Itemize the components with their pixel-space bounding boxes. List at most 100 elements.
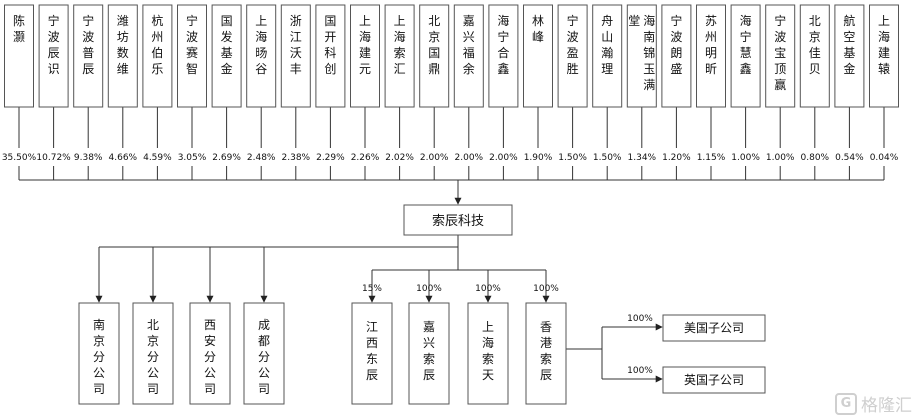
- char-glyph: 北: [809, 14, 821, 28]
- char-glyph: 杭: [151, 13, 163, 28]
- shareholder-percentage: 0.80%: [801, 153, 830, 163]
- hk-subsidiary-name: 英国子公司: [684, 373, 744, 387]
- char-glyph: 海: [359, 29, 371, 44]
- subsidiary-percentage: 15%: [362, 284, 382, 294]
- char-glyph: 辰: [48, 46, 60, 60]
- char-glyph: 宁: [48, 13, 60, 28]
- char-glyph: 公: [147, 366, 159, 380]
- shareholder-box: [280, 4, 311, 108]
- shareholder-percentage: 4.66%: [109, 153, 138, 163]
- char-glyph: 国: [324, 14, 336, 28]
- shareholder-name: 林峰: [532, 14, 544, 44]
- char-glyph: 公: [93, 366, 105, 380]
- char-glyph: 汇: [394, 62, 406, 76]
- subsidiary-box: [467, 302, 509, 405]
- char-glyph: 舟: [601, 14, 613, 28]
- char-glyph: 浙: [290, 14, 302, 28]
- branch-box: [132, 302, 174, 405]
- char-glyph: 司: [204, 382, 216, 396]
- shareholder-percentage: 1.20%: [662, 153, 691, 163]
- shareholder-percentage: 2.00%: [489, 153, 518, 163]
- char-glyph: 坊: [117, 29, 129, 44]
- char-glyph: 堂: [628, 14, 640, 28]
- char-glyph: 上: [878, 14, 890, 28]
- shareholder-box: [557, 4, 588, 108]
- char-glyph: 香: [540, 320, 552, 334]
- shareholder-percentage: 0.54%: [835, 153, 864, 163]
- char-glyph: 嘉: [463, 14, 475, 28]
- char-glyph: 金: [221, 61, 233, 76]
- char-glyph: 成: [258, 318, 270, 332]
- shareholder-box: [869, 4, 899, 108]
- labels: 陈灏35.50%宁波辰识10.72%宁波普辰9.38%潍坊数维4.66%杭州伯乐…: [2, 13, 899, 396]
- shareholder-percentage: 2.02%: [385, 153, 414, 163]
- char-glyph: 京: [428, 30, 440, 44]
- shareholder-box: [107, 4, 138, 108]
- shareholder-box: [246, 4, 277, 108]
- char-glyph: 鑫: [740, 61, 752, 76]
- char-glyph: 山: [601, 30, 613, 44]
- char-glyph: 波: [82, 30, 94, 44]
- char-glyph: 东: [366, 352, 378, 366]
- char-glyph: 数: [117, 45, 129, 60]
- char-glyph: 海: [255, 29, 267, 44]
- char-glyph: 辰: [366, 368, 378, 382]
- shareholder-box: [765, 4, 796, 108]
- char-glyph: 理: [601, 62, 613, 76]
- shareholder-percentage: 1.00%: [731, 153, 760, 163]
- char-glyph: 上: [482, 320, 494, 334]
- subsidiary-percentage: 100%: [416, 284, 442, 294]
- char-glyph: 西: [204, 318, 216, 332]
- node-boxes: [4, 4, 899, 405]
- char-glyph: 分: [204, 350, 216, 364]
- char-glyph: 潍: [117, 14, 129, 28]
- shareholder-percentage: 35.50%: [2, 153, 37, 163]
- shareholder-box: [730, 4, 761, 108]
- shareholder-percentage: 4.59%: [143, 153, 172, 163]
- shareholder-percentage: 2.69%: [212, 153, 241, 163]
- char-glyph: 金: [843, 61, 855, 76]
- hk-subsidiary-name: 美国子公司: [684, 321, 744, 335]
- char-glyph: 上: [394, 14, 406, 28]
- shareholder-name: 陈灏: [13, 13, 25, 44]
- char-glyph: 赛: [186, 45, 198, 60]
- char-glyph: 锦: [643, 46, 655, 60]
- shareholder-percentage: 1.50%: [593, 153, 622, 163]
- shareholder-box: [73, 4, 104, 108]
- shareholder-box: [419, 4, 450, 108]
- char-glyph: 波: [48, 30, 60, 44]
- char-glyph: 波: [567, 30, 579, 44]
- char-glyph: 分: [93, 350, 105, 364]
- watermark: G 格隆汇: [835, 391, 912, 416]
- char-glyph: 司: [258, 382, 270, 396]
- char-glyph: 盈: [567, 46, 579, 60]
- char-glyph: 基: [843, 46, 855, 60]
- char-glyph: 辰: [540, 368, 552, 382]
- char-glyph: 波: [186, 30, 198, 44]
- char-glyph: 沃: [290, 46, 302, 60]
- shareholder-box: [523, 4, 553, 108]
- char-glyph: 都: [258, 334, 270, 348]
- char-glyph: 陈: [13, 13, 25, 28]
- char-glyph: 分: [147, 350, 159, 364]
- char-glyph: 宁: [567, 13, 579, 28]
- char-glyph: 天: [482, 368, 494, 382]
- watermark-logo-icon: G: [835, 392, 857, 415]
- char-glyph: 国: [428, 46, 440, 60]
- char-glyph: 谷: [255, 62, 267, 76]
- char-glyph: 司: [147, 382, 159, 396]
- char-glyph: 宁: [670, 13, 682, 28]
- shareholder-box: [384, 4, 415, 108]
- company-box: [403, 204, 513, 236]
- char-glyph: 宁: [82, 13, 94, 28]
